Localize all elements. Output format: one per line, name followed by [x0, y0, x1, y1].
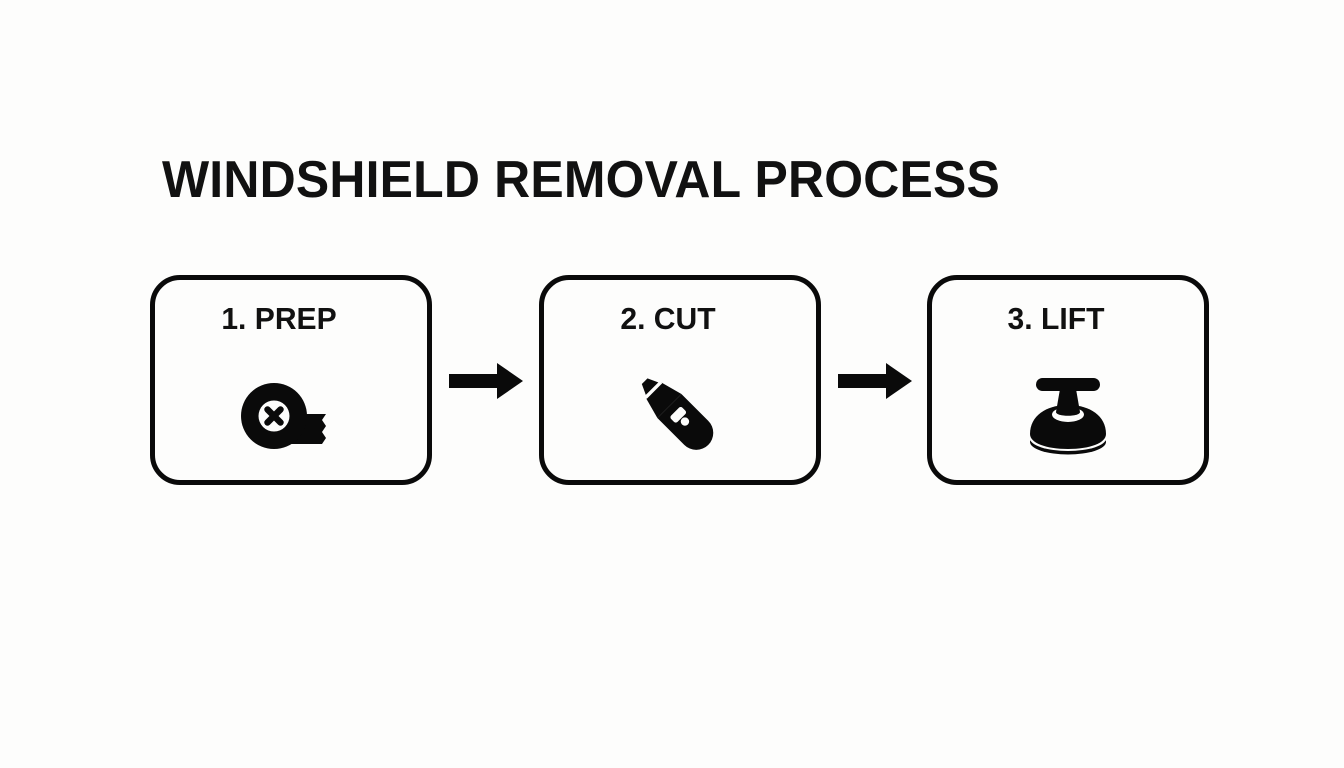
tape-roll-icon	[232, 378, 350, 458]
step-label-cut: 2. CUT	[620, 301, 716, 336]
utility-knife-icon	[628, 366, 732, 470]
arrow-right-icon	[838, 363, 912, 399]
step-icon-lift	[932, 358, 1204, 478]
step-card-lift[interactable]: 3. LIFT	[927, 275, 1209, 485]
suction-cup-icon	[1020, 376, 1116, 460]
arrow-right-icon	[449, 363, 523, 399]
connector-arrow-2	[838, 363, 912, 399]
step-icon-prep	[155, 358, 427, 478]
step-card-cut[interactable]: 2. CUT	[539, 275, 821, 485]
connector-arrow-1	[449, 363, 523, 399]
step-label-prep: 1. PREP	[221, 301, 337, 336]
page-title: WINDSHIELD REMOVAL PROCESS	[162, 151, 1000, 209]
step-icon-cut	[544, 358, 816, 478]
step-card-prep[interactable]: 1. PREP	[150, 275, 432, 485]
step-label-lift: 3. LIFT	[1007, 301, 1105, 336]
